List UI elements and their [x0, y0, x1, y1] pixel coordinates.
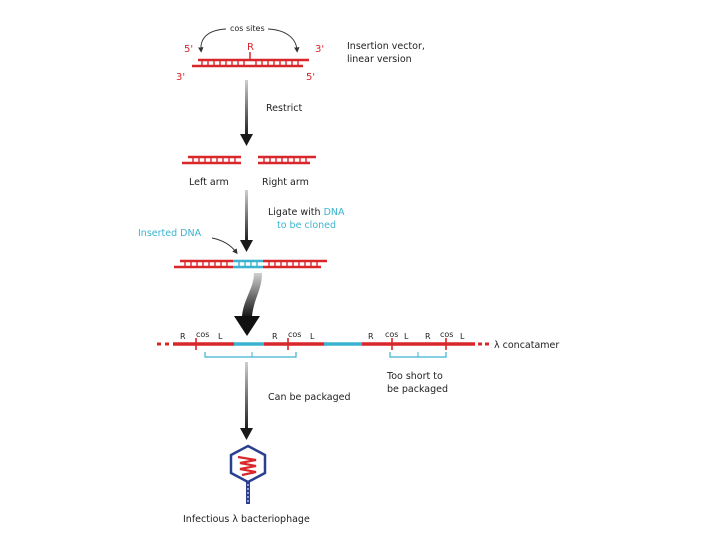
phage-label: Infectious λ bacteriophage: [183, 514, 310, 525]
concat-cos-label: cos: [440, 330, 453, 339]
concat-r-label: R: [180, 332, 186, 341]
bracket-mid-ticks: [251, 352, 419, 357]
ligate-label: Ligate with DNA: [268, 207, 345, 218]
restrict-label: Restrict: [266, 103, 302, 114]
concat-r-label: R: [425, 332, 431, 341]
can-be-packaged-label: Can be packaged: [268, 392, 351, 403]
concat-l-label: L: [460, 332, 465, 341]
insertion-vector: cos sites 5' 3' R 3' 5' Insertion vector…: [176, 24, 425, 83]
linear-version-label: linear version: [347, 54, 412, 65]
ligate-arrow-head: [240, 240, 253, 252]
recombinant-molecule: [174, 259, 327, 269]
insert-base-pairs: [238, 261, 258, 267]
concat-r-label: R: [272, 332, 278, 341]
restrict-arrow-head: [240, 134, 253, 146]
left-arm-base-pairs: [192, 157, 236, 163]
lambda-bacteriophage: [229, 444, 267, 504]
recombinant-left-base-pairs: [184, 261, 228, 267]
ligate-prefix-text: Ligate with: [268, 207, 324, 218]
concat-r-label: R: [368, 332, 374, 341]
right-arm-label: Right arm: [262, 177, 309, 188]
phage-tail-rings: [247, 484, 249, 502]
concatamer-curved-arrow-head: [234, 316, 260, 336]
lambda-concatamer: R cos L R cos L R cos L R cos L λ concat…: [157, 330, 559, 395]
three-prime-bottom-label: 3': [176, 72, 185, 83]
concat-l-label: L: [404, 332, 409, 341]
package-arrow-head: [240, 428, 253, 440]
be-packaged-label: be packaged: [387, 384, 448, 395]
concat-cos-label: cos: [196, 330, 209, 339]
phage-dna-coil: [237, 455, 257, 477]
ligate-dna-text: DNA: [324, 207, 345, 218]
ligate-arrow-shaft: [245, 190, 248, 242]
package-arrow-shaft: [245, 362, 248, 430]
cos-sites-label: cos sites: [230, 24, 265, 33]
right-arm-base-pairs: [263, 157, 307, 163]
too-short-label: Too short to: [386, 371, 443, 382]
concat-cos-label: cos: [288, 330, 301, 339]
vector-arms: Left arm Right arm: [182, 155, 316, 188]
insertion-vector-label: Insertion vector,: [347, 41, 425, 52]
three-prime-top-label: 3': [315, 44, 324, 55]
cos-right-curve-arrow: [267, 28, 300, 53]
to-be-cloned-label: to be cloned: [277, 220, 336, 231]
restrict-arrow-shaft: [245, 80, 248, 136]
r-site-label: R: [247, 42, 254, 53]
cos-left-curve-arrow: [198, 28, 227, 53]
five-prime-top-label: 5': [184, 44, 193, 55]
recombinant-right-base-pairs: [268, 261, 318, 267]
left-arm-label: Left arm: [189, 177, 229, 188]
inserted-dna-label: Inserted DNA: [138, 228, 202, 239]
inserted-dna-pointer-arrow: [211, 237, 238, 255]
concat-l-label: L: [218, 332, 223, 341]
five-prime-bottom-label: 5': [306, 72, 315, 83]
concat-cos-ticks: [195, 338, 447, 350]
packageable-bracket: [204, 352, 297, 358]
concat-l-label: L: [310, 332, 315, 341]
concat-cos-label: cos: [385, 330, 398, 339]
concatamer-label: λ concatamer: [494, 340, 559, 351]
concatamer-curved-arrow-shaft: [242, 273, 262, 316]
vector-base-pairs: [201, 60, 299, 66]
